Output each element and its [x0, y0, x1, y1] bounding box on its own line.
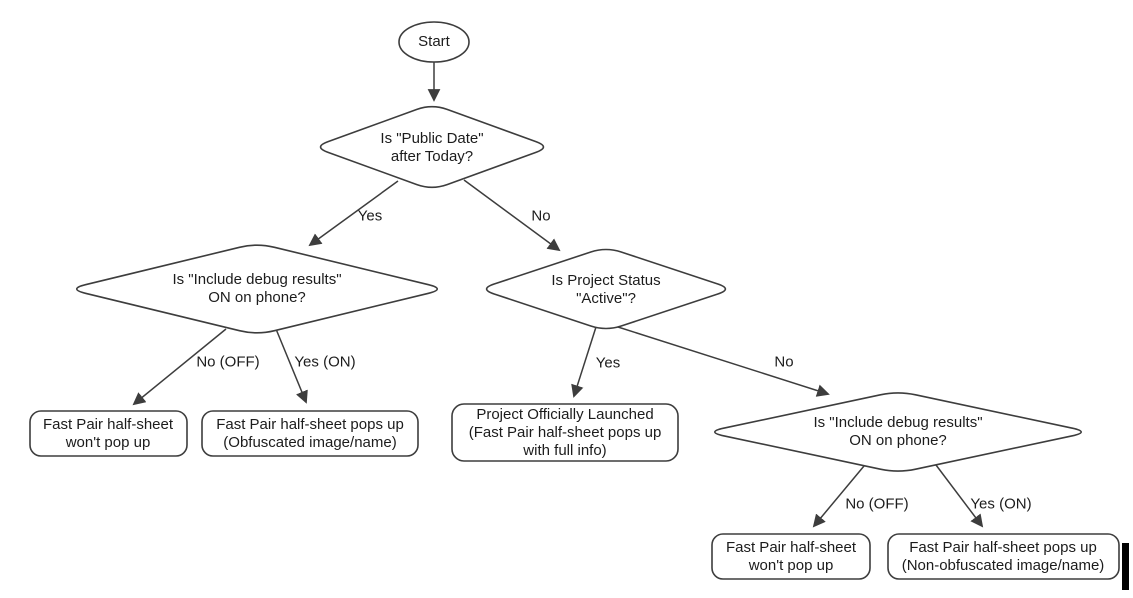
outcome-launched-label: Project Officially Launched (Fast Pair h…	[468, 406, 662, 459]
outcome-obfuscated-label: Fast Pair half-sheet pops up (Obfuscated…	[216, 416, 404, 451]
edge-debug-right-no	[812, 465, 865, 528]
outcome-non-obfuscated-label: Fast Pair half-sheet pops up (Non-obfusc…	[901, 539, 1105, 574]
edge-label-public-date-yes: Yes	[357, 207, 383, 225]
decision-debug-left-label: Is "Include debug results" ON on phone?	[172, 271, 342, 306]
decision-debug-right-label: Is "Include debug results" ON on phone?	[813, 414, 983, 449]
start-node-label: Start	[418, 33, 450, 50]
start-node-shape	[398, 21, 470, 63]
text-cursor-artifact	[1122, 543, 1129, 590]
edge-label-debug-left-yes: Yes (ON)	[294, 353, 356, 371]
edge-label-project-status-no: No	[774, 353, 794, 371]
edge-label-debug-left-no: No (OFF)	[196, 353, 260, 371]
outcome-obfuscated-shape	[201, 410, 419, 457]
outcome-no-popup-right-label: Fast Pair half-sheet won't pop up	[725, 539, 857, 574]
edge-public-date-no	[463, 179, 561, 252]
outcome-no-popup-left-label: Fast Pair half-sheet won't pop up	[42, 416, 174, 451]
decision-project-status-shape	[485, 248, 727, 330]
outcome-no-popup-right-shape	[711, 533, 871, 580]
decision-public-date-label: Is "Public Date" after Today?	[380, 130, 484, 165]
decision-public-date-shape	[319, 105, 545, 189]
outcome-non-obfuscated-shape	[887, 533, 1120, 580]
edge-label-public-date-no: No	[531, 207, 551, 225]
outcome-no-popup-left-shape	[29, 410, 188, 457]
edge-debug-left-yes	[275, 328, 308, 404]
edge-label-debug-right-no: No (OFF)	[845, 495, 909, 513]
outcome-launched-shape	[451, 403, 679, 462]
edge-debug-left-no	[132, 328, 227, 406]
decision-project-status-label: Is Project Status "Active"?	[551, 272, 661, 307]
edge-public-date-yes	[308, 180, 399, 247]
edge-label-project-status-yes: Yes	[595, 354, 621, 372]
edge-project-status-no	[617, 326, 830, 397]
edge-label-debug-right-yes: Yes (ON)	[970, 495, 1032, 513]
decision-debug-left-shape	[75, 244, 439, 334]
edge-project-status-yes	[571, 326, 597, 398]
decision-debug-right-shape	[714, 392, 1083, 472]
edge-debug-right-yes	[935, 464, 984, 528]
